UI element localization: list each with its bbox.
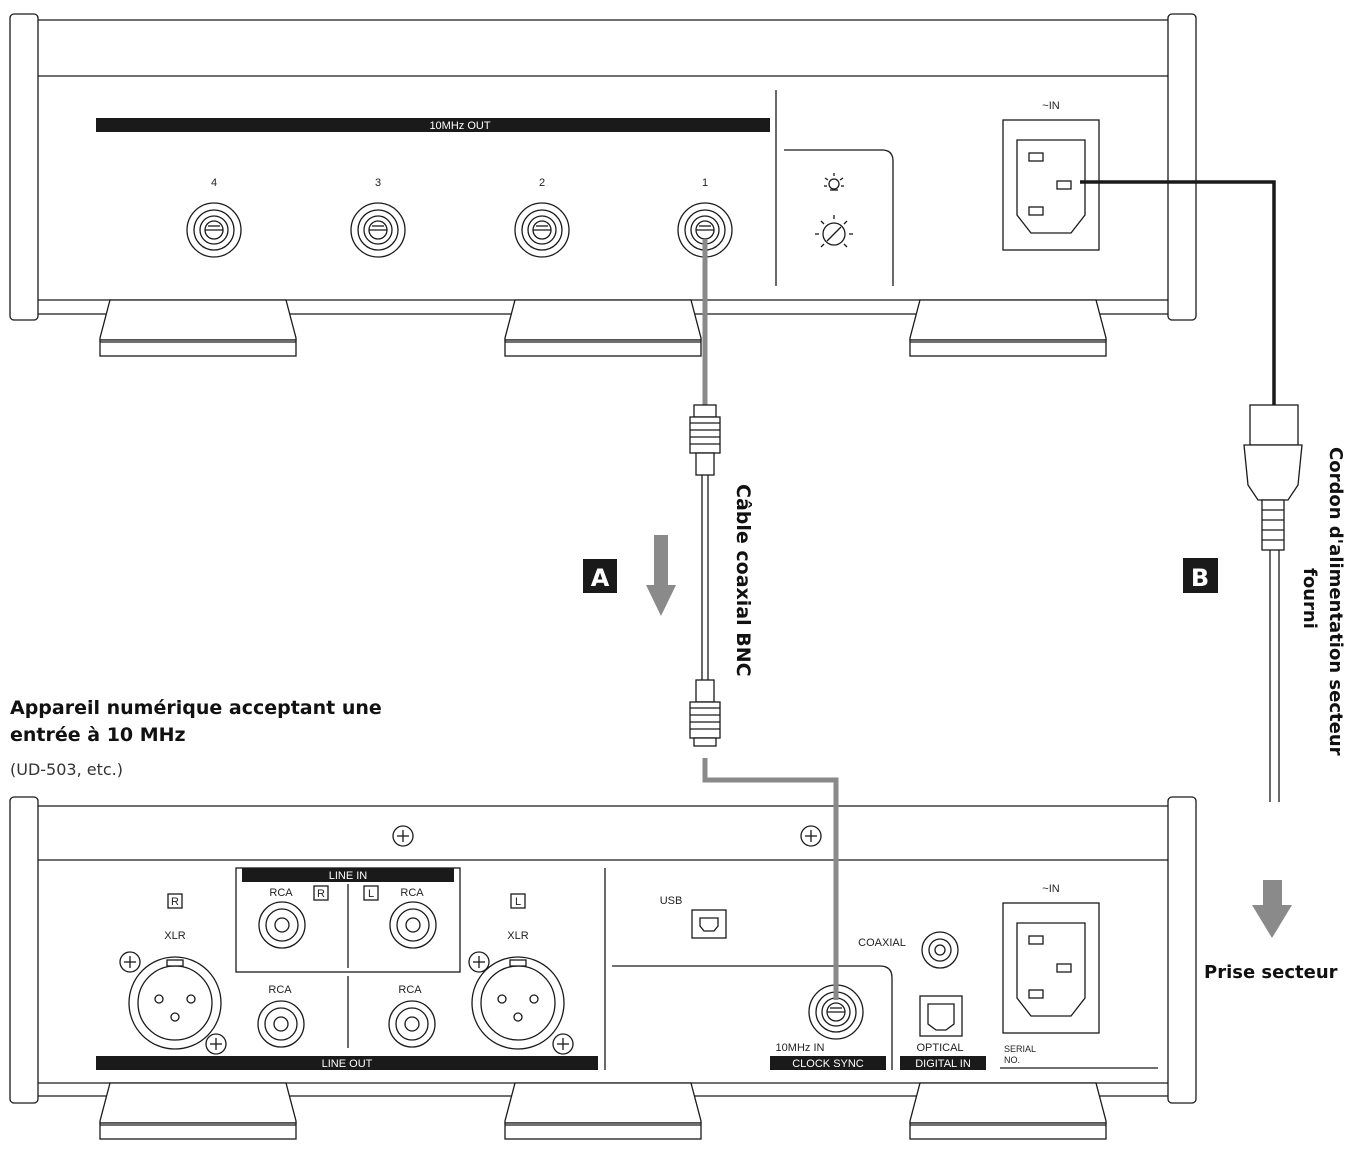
bottom-power-label: ~IN xyxy=(1042,883,1059,895)
device-label-line1: Appareil numérique acceptant une xyxy=(10,697,382,719)
step-a-label: A xyxy=(591,564,610,592)
dimmer-knob[interactable] xyxy=(815,215,853,248)
xlr-r-letter: R xyxy=(171,896,179,908)
port-number-1: 1 xyxy=(702,177,708,189)
line-in-bar xyxy=(242,868,454,882)
bnc-out-port-4[interactable] xyxy=(186,202,242,258)
line-out-rca-r-label: RCA xyxy=(268,984,292,996)
xlr-r-label: XLR xyxy=(164,930,185,942)
arrow-down-outlet-icon xyxy=(1252,880,1292,938)
optical-input-port[interactable] xyxy=(919,995,963,1037)
brightness-icon xyxy=(824,173,844,191)
clock-sync-label: CLOCK SYNC xyxy=(792,1058,864,1070)
xlr-l-letter: L xyxy=(515,896,521,908)
usb-port[interactable] xyxy=(691,909,727,939)
xlr-r-screw-top xyxy=(119,951,141,973)
digital-in-label: DIGITAL IN xyxy=(915,1058,971,1070)
bnc-coaxial-cable[interactable] xyxy=(689,240,839,1000)
right-side-cap-bottom xyxy=(1167,796,1197,1104)
xlr-l-screw-bottom xyxy=(552,1033,574,1055)
bottom-foot-right xyxy=(909,1082,1107,1140)
line-out-rca-r-jack[interactable] xyxy=(257,1000,305,1048)
bottom-power-inlet[interactable] xyxy=(1002,902,1100,1034)
port-number-3: 3 xyxy=(375,177,381,189)
step-a-badge xyxy=(583,559,617,593)
line-in-rca-l-jack[interactable] xyxy=(389,901,437,949)
step-b-label: B xyxy=(1191,564,1209,592)
top-power-label: ~IN xyxy=(1042,100,1059,112)
xlr-l-label: XLR xyxy=(507,930,528,942)
line-in-l-label: L xyxy=(368,888,374,900)
serial-no-label: NO. xyxy=(1004,1055,1020,1065)
line-in-r-label: R xyxy=(317,888,325,900)
bnc-cable-label: Câble coaxial BNC xyxy=(732,484,754,677)
clock-in-label: 10MHz IN xyxy=(776,1042,825,1054)
top-power-inlet[interactable] xyxy=(1002,119,1100,251)
line-in-r-badge xyxy=(313,885,329,901)
top-foot-right xyxy=(909,299,1107,357)
xlr-r-screw-bottom xyxy=(205,1033,227,1055)
bottom-foot-middle xyxy=(504,1082,702,1140)
line-out-bar xyxy=(96,1056,598,1070)
digital-in-bar xyxy=(900,1056,986,1070)
xlr-r-badge xyxy=(167,893,183,909)
10mhz-out-label: 10MHz OUT xyxy=(429,120,490,132)
line-out-rca-l-label: RCA xyxy=(398,984,422,996)
arrow-down-icon xyxy=(646,535,676,616)
xlr-out-r-jack[interactable] xyxy=(128,956,222,1050)
power-cord-label-line1: Cordon d'alimentation secteur xyxy=(1325,447,1346,756)
power-cord[interactable] xyxy=(1080,180,1303,802)
10mhz-out-bar xyxy=(96,118,770,132)
top-screw-left xyxy=(392,825,414,847)
power-cord-label-line2: fourni xyxy=(1299,568,1320,629)
coaxial-label: COAXIAL xyxy=(858,937,906,949)
device-note: (UD-503, etc.) xyxy=(10,760,123,779)
left-side-cap-bottom xyxy=(9,796,39,1104)
line-in-rca-l-label: RCA xyxy=(400,887,424,899)
usb-label: USB xyxy=(660,895,683,907)
top-screw-right xyxy=(800,825,822,847)
top-foot-left xyxy=(99,299,297,357)
coaxial-input-jack[interactable] xyxy=(921,931,959,969)
outlet-label: Prise secteur xyxy=(1204,962,1338,983)
xlr-out-l-jack[interactable] xyxy=(471,956,565,1050)
xlr-l-screw-top xyxy=(468,951,490,973)
line-in-rca-r-jack[interactable] xyxy=(258,901,306,949)
right-side-cap xyxy=(1167,13,1197,321)
left-side-cap xyxy=(9,13,39,321)
master-clock-unit: 10MHz OUT 4 3 2 1 xyxy=(9,13,1197,357)
serial-label: SERIAL xyxy=(1004,1044,1036,1054)
line-in-rca-r-label: RCA xyxy=(269,887,293,899)
port-number-2: 2 xyxy=(539,177,545,189)
bnc-out-port-3[interactable] xyxy=(350,202,406,258)
top-foot-middle xyxy=(504,299,702,357)
line-in-label: LINE IN xyxy=(329,870,368,882)
clock-sync-bar xyxy=(770,1056,886,1070)
device-label-line2: entrée à 10 MHz xyxy=(10,724,186,746)
line-in-l-badge xyxy=(363,885,379,901)
digital-device-unit: LINE IN RCA R L RCA R XLR L XLR RCA RCA … xyxy=(9,796,1197,1140)
line-out-label: LINE OUT xyxy=(322,1058,373,1070)
bottom-foot-left xyxy=(99,1082,297,1140)
port-number-4: 4 xyxy=(211,177,217,189)
optical-label: OPTICAL xyxy=(916,1042,963,1054)
xlr-l-badge xyxy=(510,893,526,909)
line-out-rca-l-jack[interactable] xyxy=(388,1000,436,1048)
step-b-badge xyxy=(1183,558,1218,593)
bnc-out-port-2[interactable] xyxy=(514,202,570,258)
